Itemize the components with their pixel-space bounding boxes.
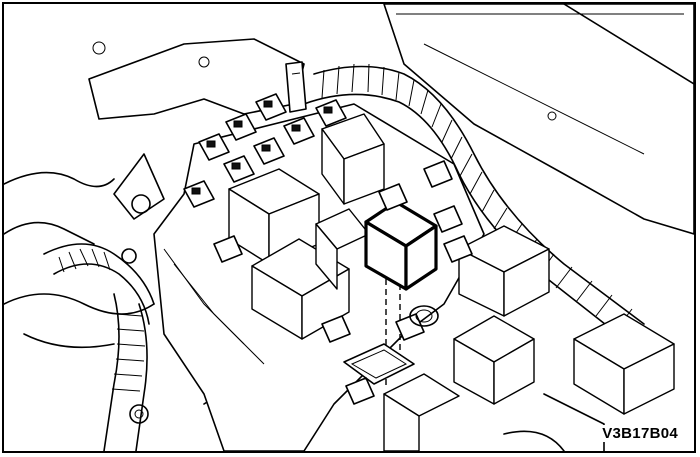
relay-socket (343, 343, 415, 385)
relay-cubes (228, 113, 675, 451)
hood-panel (383, 4, 694, 235)
round-cap (409, 305, 439, 327)
wiring-harness-left (43, 243, 155, 451)
fuse-relay-box-illustration (4, 4, 694, 451)
diagram-frame: V3B17B04 (2, 2, 696, 453)
highlighted-relay (364, 200, 438, 291)
mini-fuses-top (183, 93, 347, 208)
figure-code: V3B17B04 (600, 425, 680, 442)
fuse-clips (213, 160, 473, 405)
